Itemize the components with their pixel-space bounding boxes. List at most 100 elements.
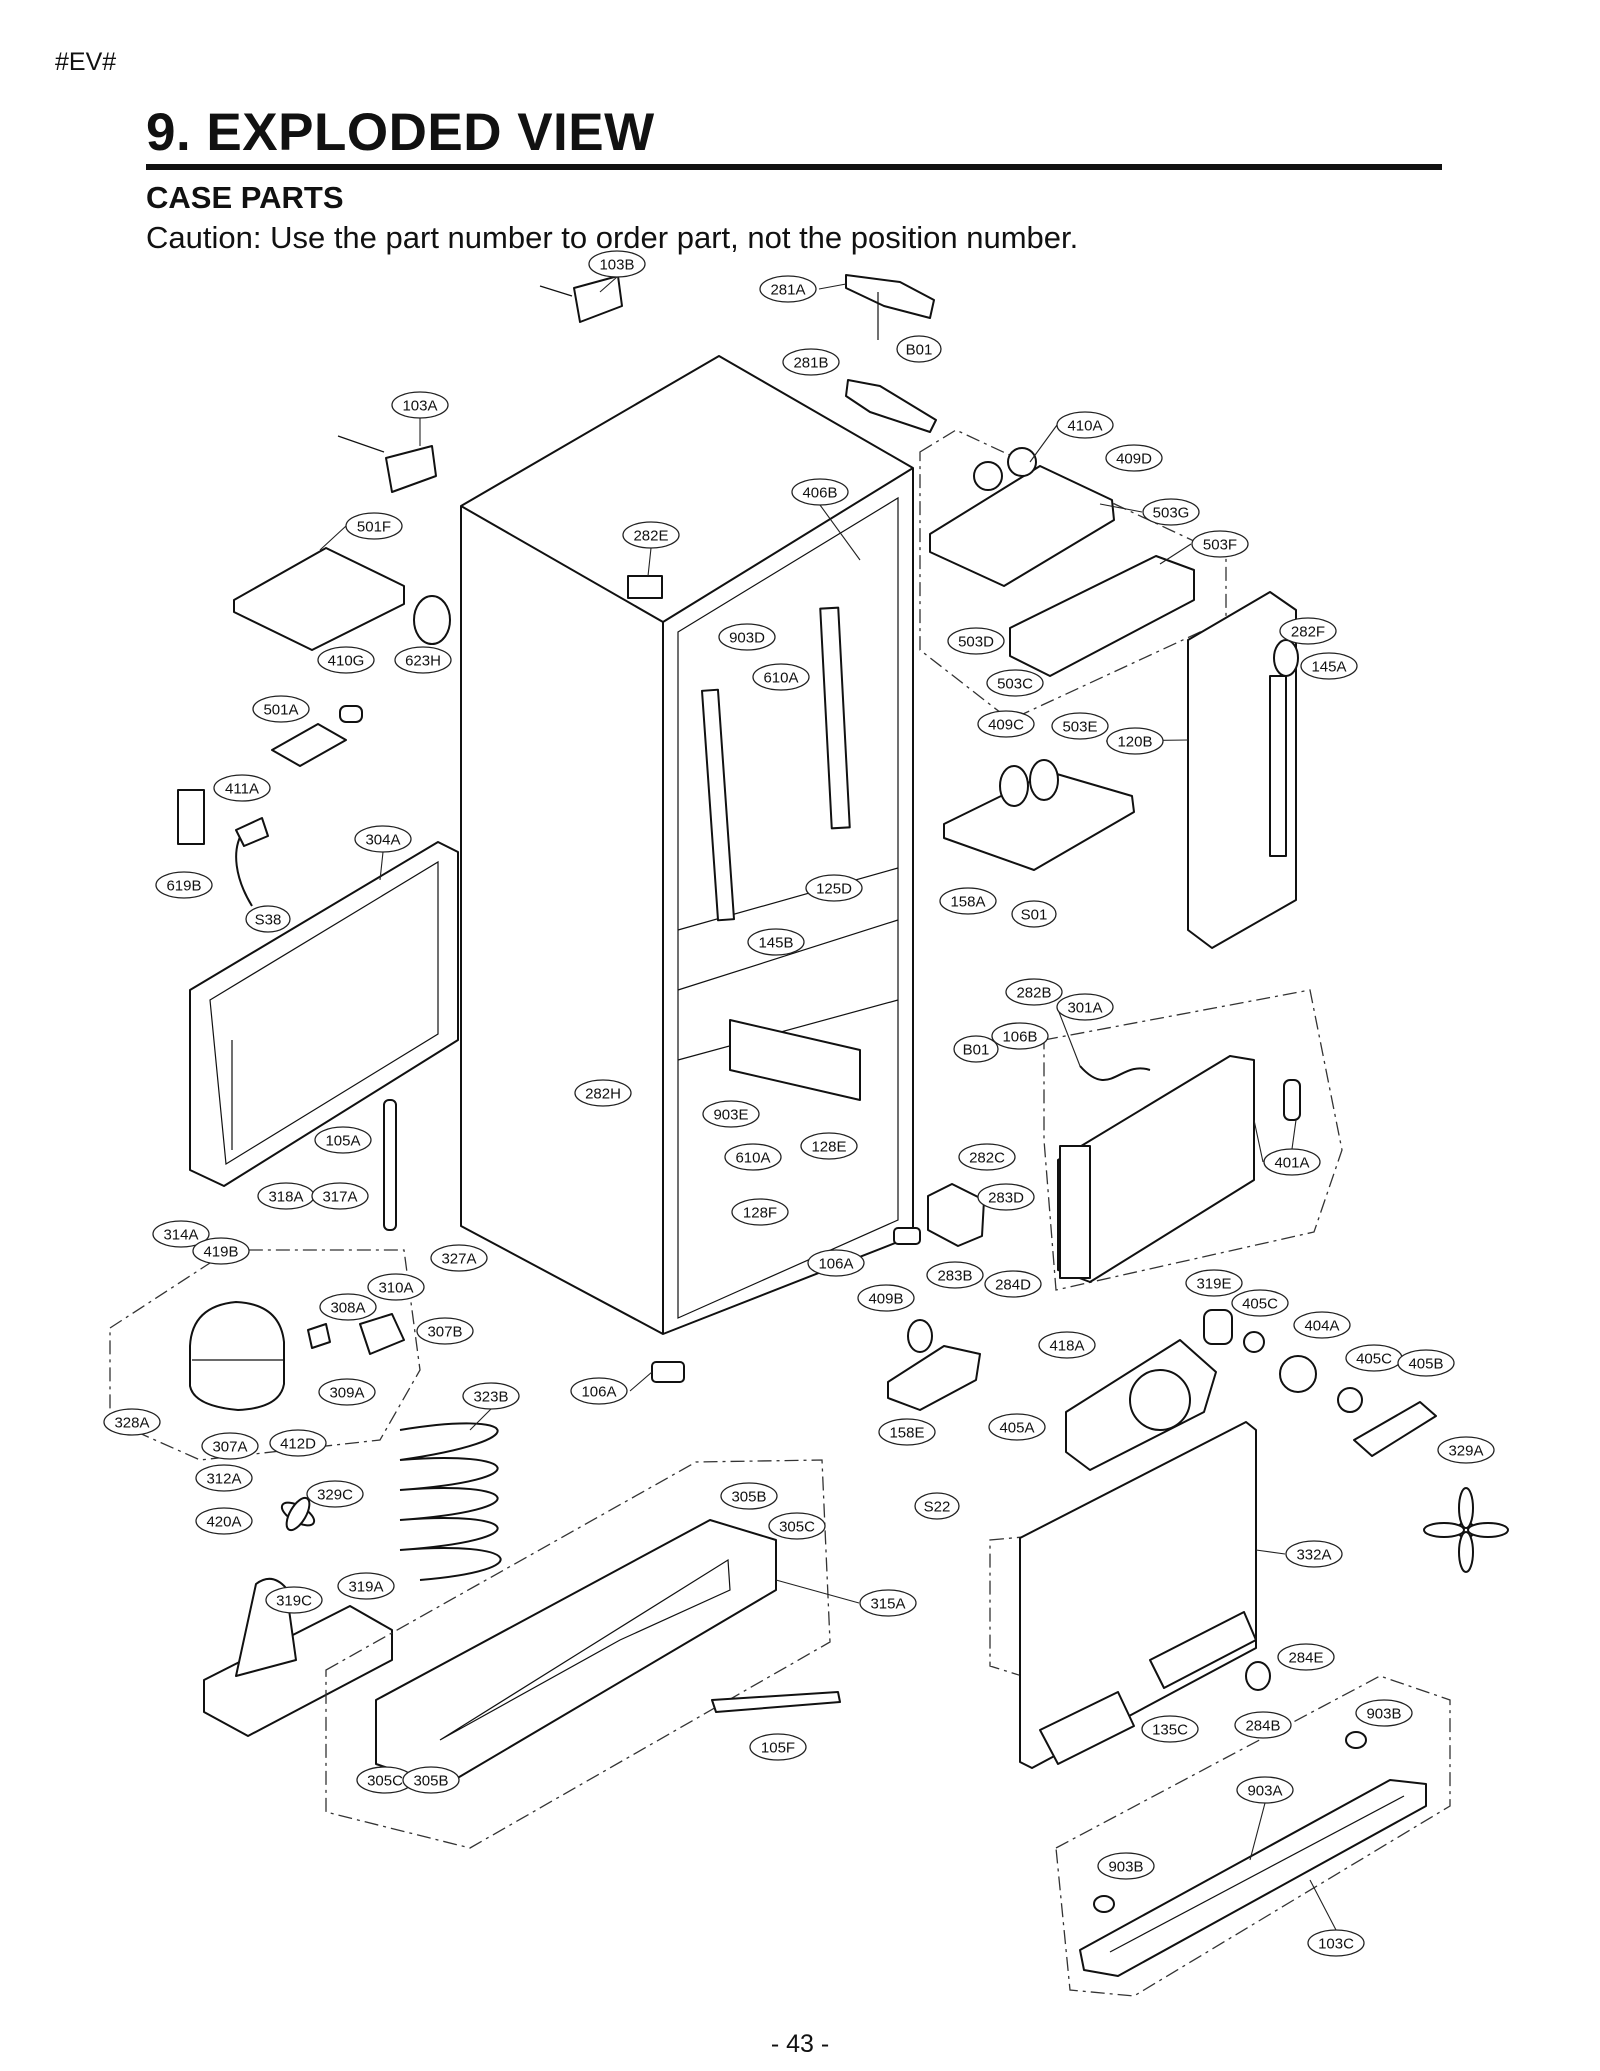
callout-text: 619B bbox=[166, 878, 201, 895]
callout-text: 145B bbox=[758, 935, 793, 952]
rear-cover-panel bbox=[189, 841, 459, 1187]
callout-281a: 281A bbox=[759, 275, 817, 303]
callout-903d: 903D bbox=[718, 623, 776, 651]
section-subtitle: CASE PARTS bbox=[146, 180, 344, 215]
callout-text: 305B bbox=[413, 1773, 448, 1790]
callout-labels: 103B281AB01281B103A410A409D406B503G501F2… bbox=[103, 250, 1495, 1957]
lamp-cover-158A bbox=[943, 759, 1135, 871]
callout-text: 404A bbox=[1304, 1318, 1339, 1335]
callout-text: 401A bbox=[1274, 1155, 1309, 1172]
callout-text: 903A bbox=[1247, 1783, 1282, 1800]
callout-610a: 610A bbox=[752, 663, 810, 691]
page-title: 9. EXPLODED VIEW bbox=[146, 103, 655, 162]
callout-327a: 327A bbox=[430, 1244, 488, 1272]
callout-text: 103C bbox=[1318, 1936, 1354, 1953]
callout-text: 284D bbox=[995, 1277, 1031, 1294]
callout-text: 406B bbox=[802, 485, 837, 502]
callout-text: 307B bbox=[427, 1324, 462, 1341]
callout-text: 315A bbox=[870, 1596, 905, 1613]
callout-411a: 411A bbox=[213, 774, 271, 802]
callout-text: 305B bbox=[731, 1489, 766, 1506]
power-cord bbox=[177, 789, 269, 907]
callout-105a: 105A bbox=[314, 1126, 372, 1154]
callout-text: 283D bbox=[988, 1190, 1024, 1207]
callout-s38: S38 bbox=[245, 905, 291, 933]
evaporator-group-outline bbox=[1043, 989, 1343, 1291]
callout-text: 281B bbox=[793, 355, 828, 372]
callout-s22: S22 bbox=[914, 1492, 960, 1520]
callout-318a: 318A bbox=[257, 1182, 315, 1210]
hinge-283D bbox=[927, 1183, 985, 1247]
callout-text: 106B bbox=[1002, 1029, 1037, 1046]
callout-401a: 401A bbox=[1263, 1148, 1321, 1176]
callout-text: 106A bbox=[818, 1256, 853, 1273]
callout-619b: 619B bbox=[155, 871, 213, 899]
callout-text: 282B bbox=[1016, 985, 1051, 1002]
callout-text: 418A bbox=[1049, 1338, 1084, 1355]
callout-text: 412D bbox=[280, 1436, 316, 1453]
base-plate bbox=[375, 1519, 777, 1787]
callout-text: 903D bbox=[729, 630, 765, 647]
callout-501f: 501F bbox=[345, 512, 403, 540]
callout-158a: 158A bbox=[939, 887, 997, 915]
callout-282b: 282B bbox=[1005, 978, 1063, 1006]
fan-shroud-405A bbox=[1065, 1339, 1217, 1471]
callout-406b: 406B bbox=[791, 478, 849, 506]
callout-text: 501F bbox=[357, 519, 391, 536]
callout-418a: 418A bbox=[1038, 1331, 1096, 1359]
callout-610a: 610A bbox=[724, 1143, 782, 1171]
callout-text: 411A bbox=[225, 781, 259, 798]
callout-text: S38 bbox=[255, 912, 282, 929]
callout-text: 301A bbox=[1067, 1000, 1102, 1017]
callout-305b: 305B bbox=[402, 1766, 460, 1794]
base-plate-outline bbox=[325, 1459, 831, 1849]
callout-623h: 623H bbox=[394, 646, 452, 674]
callout-283d: 283D bbox=[977, 1183, 1035, 1211]
control-group-outline bbox=[919, 429, 1227, 721]
callout-405a: 405A bbox=[988, 1413, 1046, 1441]
callout-text: 106A bbox=[581, 1384, 616, 1401]
callout-903a: 903A bbox=[1236, 1776, 1294, 1804]
callout-text: 327A bbox=[441, 1251, 476, 1268]
callout-301a: 301A bbox=[1056, 993, 1114, 1021]
callout-314a: 314A bbox=[152, 1220, 210, 1248]
callout-text: 314A bbox=[163, 1227, 198, 1244]
control-box bbox=[929, 447, 1195, 677]
callout-text: 319A bbox=[348, 1579, 383, 1596]
callout-405c: 405C bbox=[1231, 1289, 1289, 1317]
callout-410g: 410G bbox=[317, 646, 375, 674]
condenser-coil bbox=[399, 1422, 502, 1581]
callout-text: 305C bbox=[367, 1773, 403, 1790]
callout-120b: 120B bbox=[1106, 727, 1164, 755]
callout-text: 283B bbox=[937, 1268, 972, 1285]
callout-305b: 305B bbox=[720, 1482, 778, 1510]
callout-103b: 103B bbox=[588, 250, 646, 278]
callout-410a: 410A bbox=[1056, 411, 1114, 439]
callout-106b: 106B bbox=[991, 1022, 1049, 1050]
callout-text: 419B bbox=[203, 1244, 238, 1261]
callout-text: 312A bbox=[206, 1471, 241, 1488]
callout-125d: 125D bbox=[805, 874, 863, 902]
callout-text: 610A bbox=[763, 670, 798, 687]
callout-409b: 409B bbox=[857, 1284, 915, 1312]
callout-text: 405A bbox=[999, 1420, 1034, 1437]
callout-282h: 282H bbox=[574, 1079, 632, 1107]
callout-text: 903B bbox=[1366, 1706, 1401, 1723]
callout-text: 105A bbox=[325, 1133, 360, 1150]
callout-text: B01 bbox=[906, 342, 933, 359]
callout-text: 145A bbox=[1311, 659, 1346, 676]
callout-text: 503E bbox=[1062, 719, 1097, 736]
callout-text: 120B bbox=[1117, 734, 1152, 751]
callout-501a: 501A bbox=[252, 695, 310, 723]
callout-329c: 329C bbox=[306, 1480, 364, 1508]
callout-text: 410G bbox=[328, 653, 365, 670]
pcb-cover bbox=[233, 547, 451, 767]
leveling-legs bbox=[651, 1227, 921, 1383]
callout-284e: 284E bbox=[1277, 1643, 1335, 1671]
callout-319a: 319A bbox=[337, 1572, 395, 1600]
callout-text: 328A bbox=[114, 1415, 149, 1432]
callout-323b: 323B bbox=[462, 1382, 520, 1410]
fan-329C bbox=[280, 1496, 316, 1532]
callout-text: 329A bbox=[1448, 1443, 1483, 1460]
callout-145a: 145A bbox=[1300, 652, 1358, 680]
